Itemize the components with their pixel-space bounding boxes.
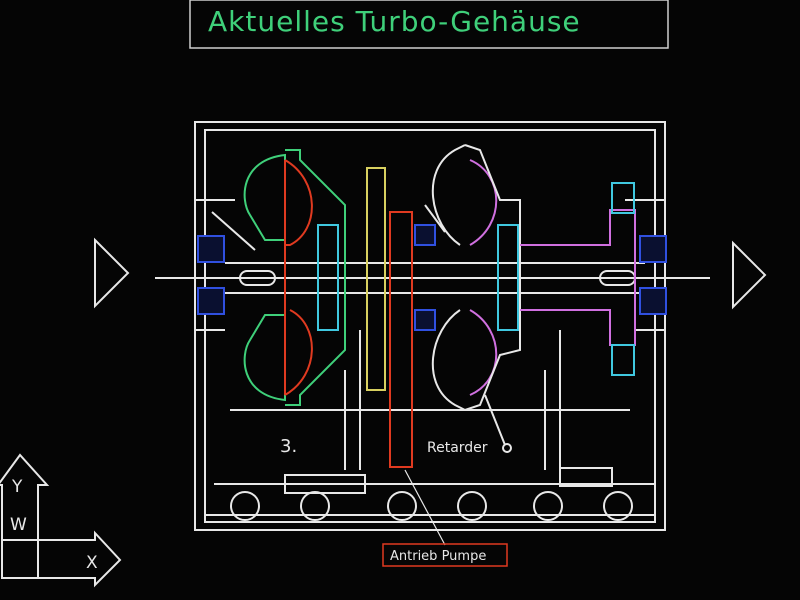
title-box bbox=[189, 0, 669, 49]
ucs-y-label: Y bbox=[11, 477, 23, 497]
bolt-holes bbox=[230, 491, 633, 521]
leader-line bbox=[404, 469, 446, 546]
output-arrow-icon bbox=[732, 240, 767, 310]
ucs-icon: Y W X bbox=[0, 453, 122, 588]
ucs-x-label: X bbox=[86, 553, 98, 573]
main-shaft bbox=[155, 262, 710, 294]
input-arrow-icon bbox=[94, 237, 130, 309]
retarder-label: Retarder bbox=[427, 440, 488, 456]
drive-pump-gear bbox=[389, 211, 413, 468]
retarder bbox=[424, 144, 521, 453]
output-flange bbox=[520, 182, 636, 376]
housing bbox=[194, 121, 666, 531]
title-text: Aktuelles Turbo-Gehäuse bbox=[208, 5, 581, 38]
drive-pump-label-box bbox=[382, 543, 508, 567]
ucs-w-label: W bbox=[10, 515, 27, 535]
drive-disk bbox=[366, 167, 386, 391]
stage-label: 3. bbox=[280, 436, 297, 457]
turbo-pump bbox=[211, 149, 346, 406]
bearings bbox=[197, 224, 667, 331]
drive-pump-label: Antrieb Pumpe bbox=[390, 549, 486, 564]
